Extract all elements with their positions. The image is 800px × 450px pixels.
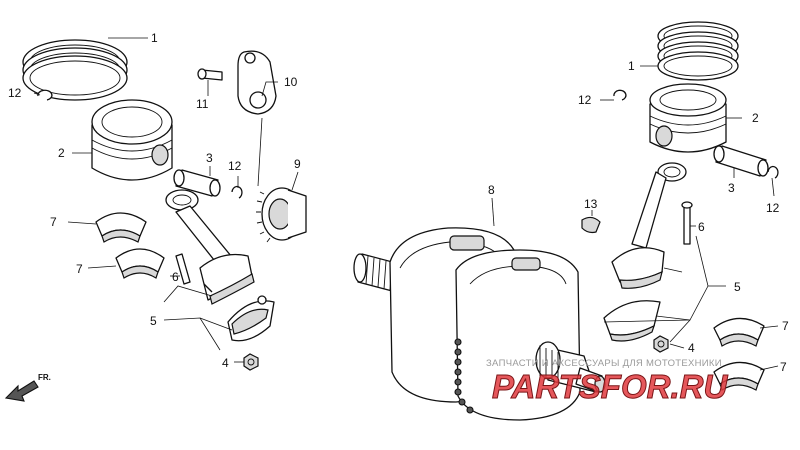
rod-cap-left [227,295,275,342]
callout-12-mid: 12 [228,159,242,173]
callout-5: 5 [150,314,157,328]
rod-cap-right [603,300,661,342]
callout-9: 9 [294,157,301,171]
bearing-shell-right-lower [713,361,765,391]
bearing-shell-right-upper [713,317,765,347]
callout-7-right-lower: 7 [780,360,787,374]
dowel-pin [197,68,223,81]
connecting-rod-right [611,162,687,289]
piston-pin-left [173,169,221,197]
bearing-shell-left-upper [95,212,147,243]
rod-bolts-left [175,253,213,293]
piston-pin-right [713,145,769,177]
callout-1: 1 [151,31,158,45]
callout-7-upper: 7 [50,215,57,229]
callout-12: 12 [8,86,22,100]
callout-3: 3 [206,151,213,165]
callout-12-right-top: 12 [578,93,592,107]
rod-nut-left [243,353,259,371]
front-marker-label: FR. [38,373,51,382]
callout-4-right: 4 [688,341,695,355]
callout-labels: 1 12 2 3 11 10 12 9 7 7 6 5 4 1 12 2 3 1… [8,31,789,374]
callout-2: 2 [58,146,65,160]
piston-pin-clip-mid [231,185,243,199]
callout-2-right: 2 [752,111,759,125]
front-direction-arrow: FR. [4,373,51,402]
rod-nut-right [653,335,669,353]
crankshaft-oil-holes [454,338,474,414]
callout-5-right: 5 [734,280,741,294]
crankshaft [353,227,606,421]
piston-left [91,99,173,181]
callout-7-lower: 7 [76,262,83,276]
watermark-tagline: ЗАПЧАСТИ И АКСЕССУАРЫ ДЛЯ МОТОТЕХНИКИ [486,358,722,369]
woodruff-key [581,216,601,234]
callout-12-right-lower: 12 [766,201,780,215]
chain-guide-plate [237,50,277,115]
callout-6-right: 6 [698,220,705,234]
piston-pin-clip-right-top [613,89,627,101]
callout-7-right-upper: 7 [782,319,789,333]
piston-rings-left [22,39,128,101]
piston-right [649,83,727,153]
leader-lines [33,37,779,371]
callout-4: 4 [222,356,229,370]
callout-1-right: 1 [628,59,635,73]
piston-rings-right [657,21,739,81]
watermark-logo: PARTSFOR.RU [492,368,728,405]
callout-3-right: 3 [728,181,735,195]
callout-10: 10 [284,75,298,89]
piston-pin-clip-right-lower [767,165,779,179]
bearing-shell-left-lower [115,248,165,279]
connecting-rod-left [165,189,255,305]
watermark: ЗАПЧАСТИ И АКСЕССУАРЫ ДЛЯ МОТОТЕХНИКИ PA… [486,358,729,406]
callout-8: 8 [488,183,495,197]
callout-6: 6 [172,270,179,284]
rod-bolt-right [681,201,693,245]
timing-sprocket [256,187,307,243]
callout-13: 13 [584,197,598,211]
piston-pin-clip-left [37,89,53,101]
callout-11: 11 [196,97,209,111]
